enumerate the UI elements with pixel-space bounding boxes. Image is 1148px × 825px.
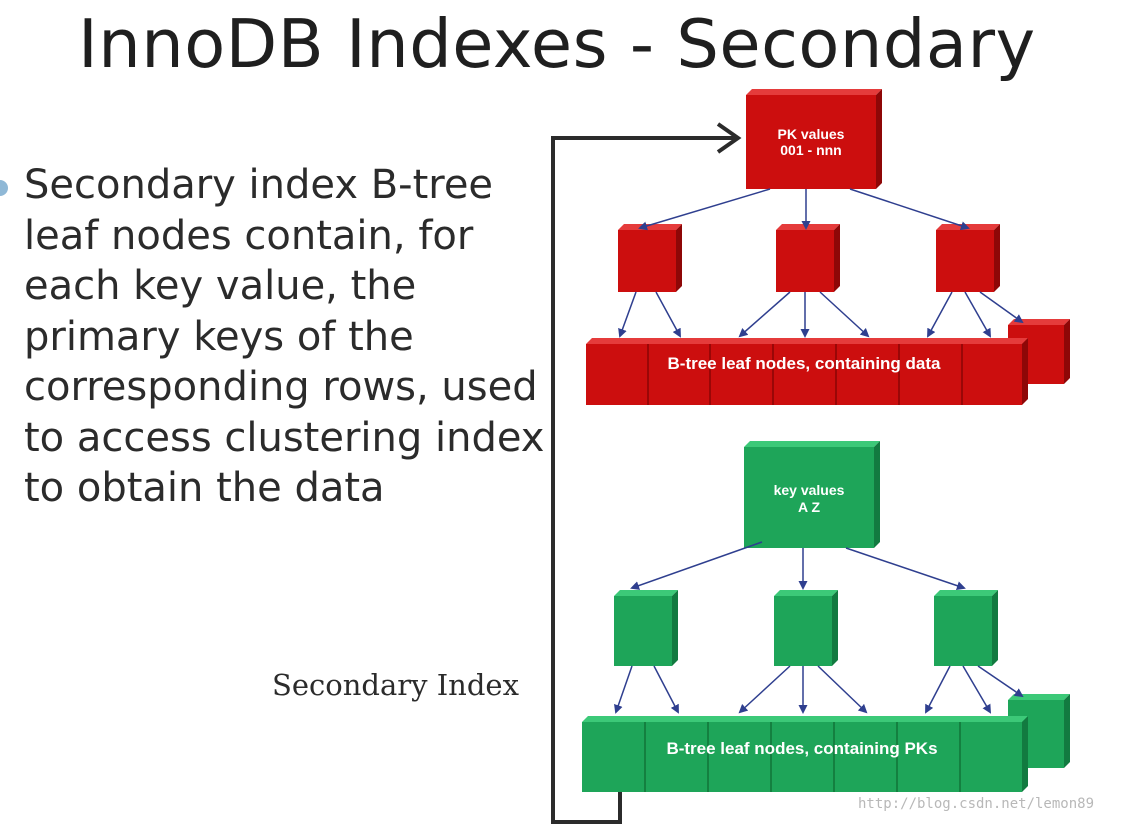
primary-root-label-2: 001 - nnn (780, 142, 841, 158)
secondary-tree: key values A Z (582, 441, 1070, 792)
secondary-internal-node (774, 590, 838, 666)
secondary-root-node: key values A Z (744, 441, 880, 548)
secondary-internal-node (614, 590, 678, 666)
secondary-index-caption: Secondary Index (272, 668, 519, 702)
primary-tree: PK values 001 - nnn (586, 89, 1070, 405)
slide-title: InnoDB Indexes - Secondary (78, 5, 1036, 83)
primary-internal-node (776, 224, 840, 292)
secondary-tree-arrows (614, 541, 1024, 714)
watermark: http://blog.csdn.net/lemon89 (858, 796, 1095, 812)
return-connector (551, 122, 742, 824)
secondary-root-label-2: A Z (798, 499, 820, 515)
primary-leaf-label: B-tree leaf nodes, containing data (668, 354, 942, 373)
secondary-internal-node (934, 590, 998, 666)
bullet-dot (0, 180, 8, 196)
primary-root-label-1: PK values (778, 126, 845, 142)
primary-internal-node (936, 224, 1000, 292)
secondary-leaf-row: B-tree leaf nodes, containing PKs (582, 716, 1028, 792)
primary-leaf-row: B-tree leaf nodes, containing data (586, 338, 1028, 405)
bullet-text: Secondary index B-tree leaf nodes contai… (24, 162, 545, 511)
primary-root-node: PK values 001 - nnn (746, 89, 882, 189)
primary-internal-node (618, 224, 682, 292)
primary-tree-arrows (618, 188, 1024, 338)
secondary-root-label-1: key values (774, 482, 845, 498)
secondary-leaf-label: B-tree leaf nodes, containing PKs (666, 739, 937, 758)
